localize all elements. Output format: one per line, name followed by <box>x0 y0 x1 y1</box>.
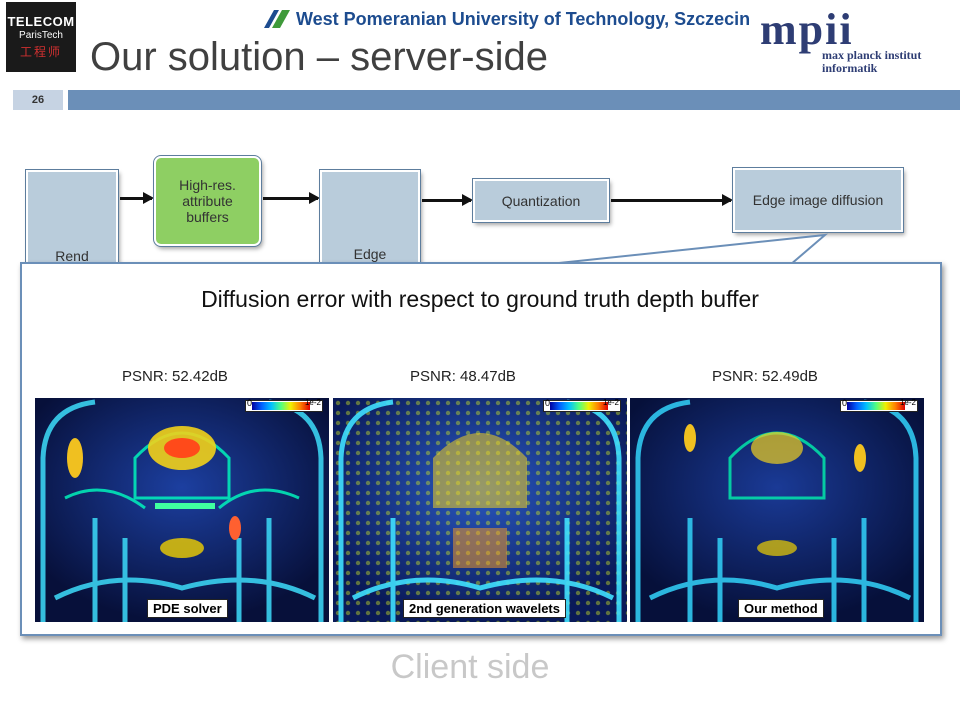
psnr-our-method: PSNR: 52.49dB <box>712 368 818 385</box>
mpi-logo: mpii max planck institut informatik <box>760 5 950 76</box>
colorbar-pde-max: 1e-2 <box>304 398 321 407</box>
error-map-pde-solver: 0 1e-2 PDE solver <box>35 398 329 622</box>
colorbar-our-method-min: 0 <box>842 398 848 408</box>
psnr-wavelets: PSNR: 48.47dB <box>410 368 516 385</box>
mpi-logo-line1: max planck institut <box>822 48 922 62</box>
render-box-label: Rend <box>55 248 89 264</box>
mpi-logo-line2: informatik <box>822 61 878 75</box>
colorbar-pde-min: 0 <box>247 398 253 408</box>
arrow-edge-to-quantization <box>422 194 473 206</box>
arrow-quantization-to-diffusion <box>611 194 733 206</box>
slide-title: Our solution – server-side <box>90 35 548 79</box>
panel-label-wavelets: 2nd generation wavelets <box>403 599 566 618</box>
error-map-pde-image <box>35 398 329 622</box>
page-number: 26 <box>13 90 63 110</box>
panel-label-our-method: Our method <box>738 599 824 618</box>
high-res-buffers-label: High-res. attribute buffers <box>179 177 236 225</box>
title-bar <box>68 90 960 110</box>
client-side-label: Client side <box>390 648 550 686</box>
colorbar-our-method-max: 1e-2 <box>899 398 916 407</box>
colorbar-pde: 0 1e-2 <box>245 398 323 412</box>
colorbar-wavelets-min: 0 <box>545 398 551 408</box>
logo-telecom-line3: 工程师 <box>19 45 62 59</box>
colorbar-wavelets: 0 1e-2 <box>543 398 621 412</box>
callout-heading: Diffusion error with respect to ground t… <box>201 286 759 312</box>
zut-logo: West Pomeranian University of Technology… <box>262 3 750 35</box>
edge-diffusion-label: Edge image diffusion <box>752 192 884 208</box>
quantization-label: Quantization <box>501 192 581 209</box>
telecom-paristech-logo: TELECOM ParisTech 工程师 <box>6 2 76 72</box>
arrow-render-to-buffers <box>120 192 154 204</box>
callout-tail <box>540 233 840 266</box>
colorbar-our-method: 0 1e-2 <box>840 398 918 412</box>
arrow-buffers-to-edge <box>263 192 320 204</box>
mpi-logo-mark: mpii <box>760 5 854 54</box>
logo-telecom-line2: ParisTech <box>19 30 63 41</box>
edge-box-label: Edge <box>353 246 387 262</box>
zut-logo-text: West Pomeranian University of Technology… <box>296 8 751 29</box>
high-res-buffers-box: High-res. attribute buffers <box>154 156 261 246</box>
psnr-pde-solver: PSNR: 52.42dB <box>122 368 228 385</box>
error-map-wavelets-image <box>333 398 627 622</box>
error-map-our-method: 0 1e-2 Our method <box>630 398 924 622</box>
quantization-box: Quantization <box>473 179 609 222</box>
edge-diffusion-box: Edge image diffusion <box>733 168 903 232</box>
edge-detection-box: Edge <box>320 170 420 280</box>
panel-label-pde: PDE solver <box>147 599 228 618</box>
logo-telecom-line1: TELECOM <box>7 14 75 29</box>
colorbar-wavelets-max: 1e-2 <box>602 398 619 407</box>
error-map-our-method-image <box>630 398 924 622</box>
error-map-wavelets: 0 1e-2 2nd generation wavelets <box>333 398 627 622</box>
zut-emblem-icon <box>264 10 290 28</box>
